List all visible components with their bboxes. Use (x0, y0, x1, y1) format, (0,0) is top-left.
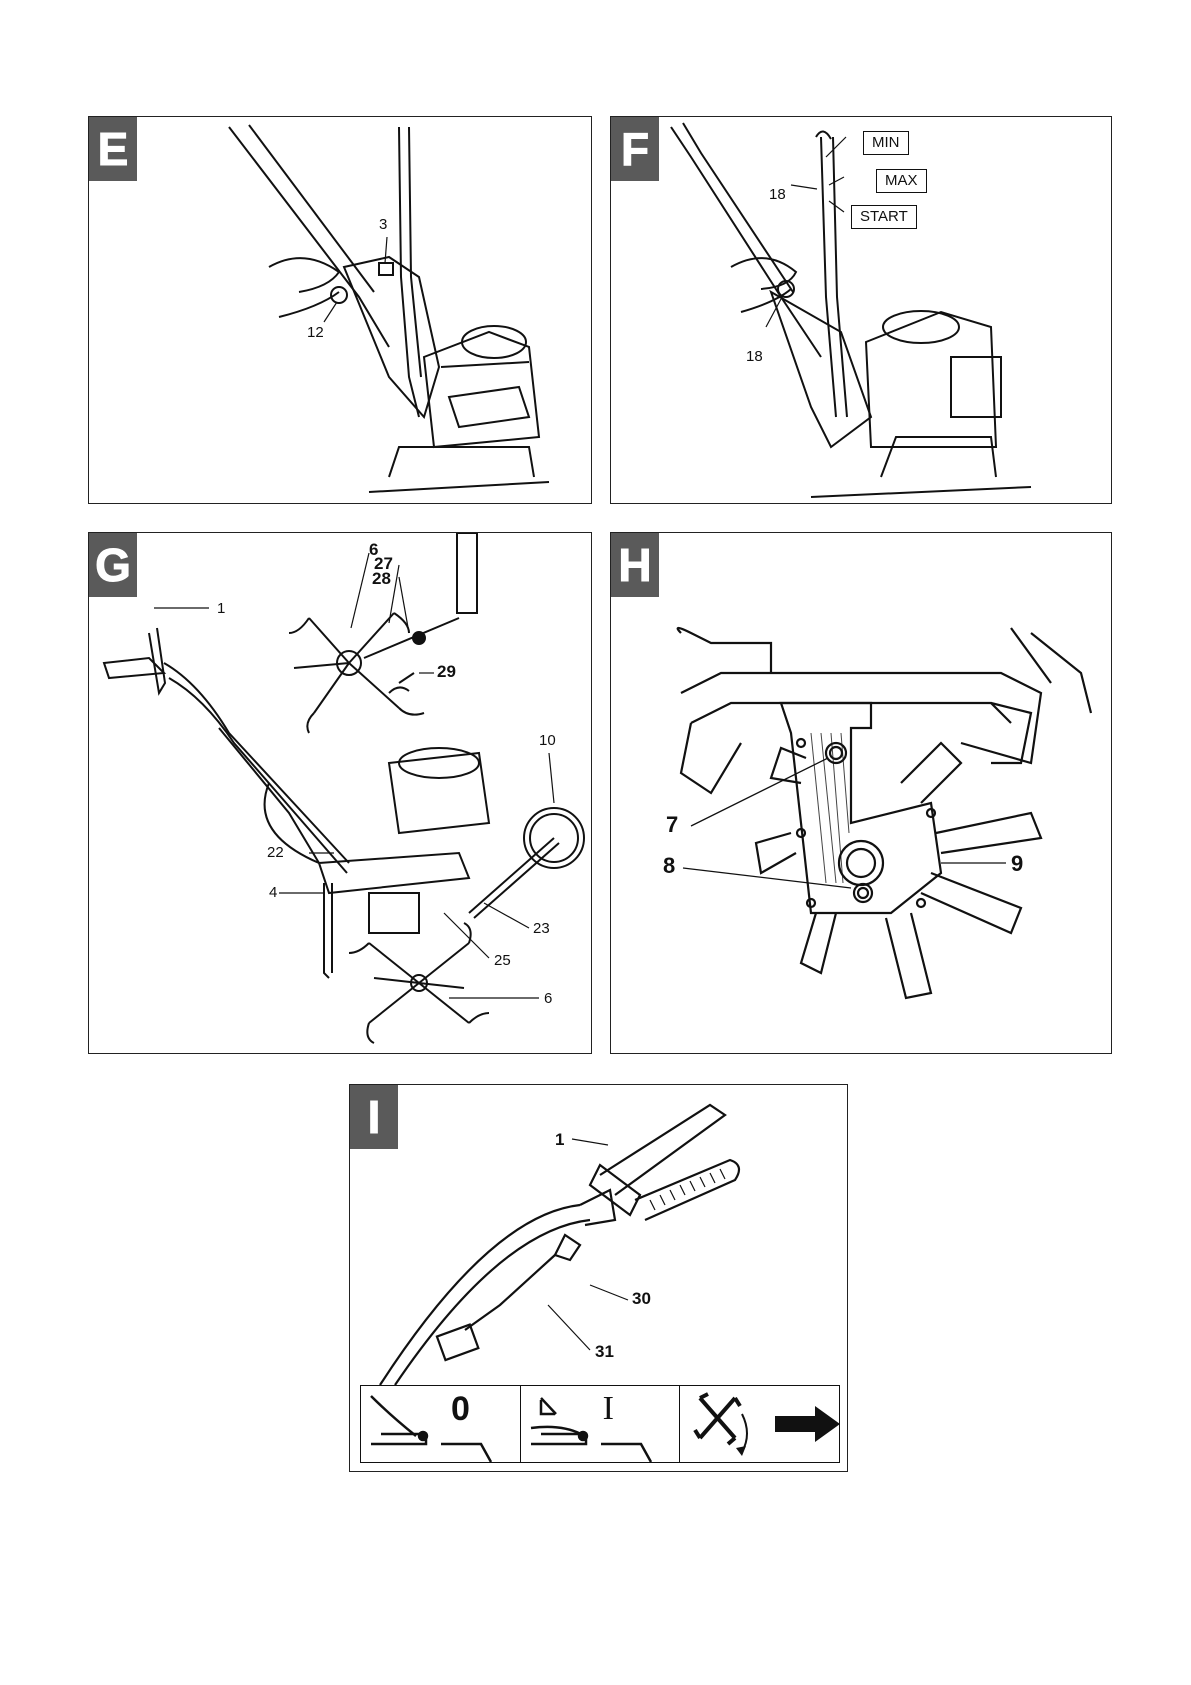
label-10: 10 (539, 733, 556, 748)
label-9: 9 (1011, 853, 1023, 875)
panel-i-illustration (350, 1085, 849, 1385)
strip-off-label: 0 (451, 1390, 470, 1429)
strip-on-label: I (603, 1390, 614, 1428)
label-1-lever: 1 (555, 1131, 564, 1148)
panel-e-tag: E (89, 117, 137, 181)
panel-h-illustration (611, 533, 1113, 1055)
panel-e: E 3 12 (88, 116, 592, 504)
label-12: 12 (307, 325, 324, 340)
label-31: 31 (595, 1343, 614, 1360)
panel-h: H 7 8 9 (610, 532, 1112, 1054)
label-25: 25 (494, 953, 511, 968)
panel-g-tag: G (89, 533, 137, 597)
strip-cell-on: I (521, 1386, 681, 1462)
label-3: 3 (379, 217, 387, 232)
label-29: 29 (437, 663, 456, 680)
label-8: 8 (663, 855, 675, 877)
throttle-max-box: MAX (876, 169, 927, 193)
strip-cell-rotation (680, 1386, 839, 1462)
operation-strip: 0 I (360, 1385, 840, 1463)
panel-e-illustration (89, 117, 593, 505)
panel-i-tag: I (350, 1085, 398, 1149)
panel-h-tag: H (611, 533, 659, 597)
panel-i: I 1 30 31 0 (349, 1084, 848, 1472)
label-18-bottom: 18 (746, 349, 763, 364)
lever-on-icon (521, 1386, 671, 1462)
strip-cell-off: 0 (361, 1386, 521, 1462)
label-6-bottom: 6 (544, 991, 552, 1006)
label-18-top: 18 (769, 187, 786, 202)
throttle-start-box: START (851, 205, 917, 229)
label-23: 23 (533, 921, 550, 936)
throttle-min-box: MIN (863, 131, 909, 155)
panel-g-illustration (89, 533, 593, 1055)
label-22: 22 (267, 845, 284, 860)
tine-rotation-icon (680, 1386, 855, 1462)
label-30: 30 (632, 1290, 651, 1307)
panel-g: G 1 6 27 28 29 10 22 4 23 25 6 (88, 532, 592, 1054)
panel-f-illustration (611, 117, 1113, 505)
panel-f-tag: F (611, 117, 659, 181)
label-28: 28 (372, 570, 391, 587)
label-1: 1 (217, 601, 225, 616)
panel-f: F 18 18 MIN MAX START (610, 116, 1112, 504)
lever-off-icon (361, 1386, 511, 1462)
label-7: 7 (666, 814, 678, 836)
label-4: 4 (269, 885, 277, 900)
